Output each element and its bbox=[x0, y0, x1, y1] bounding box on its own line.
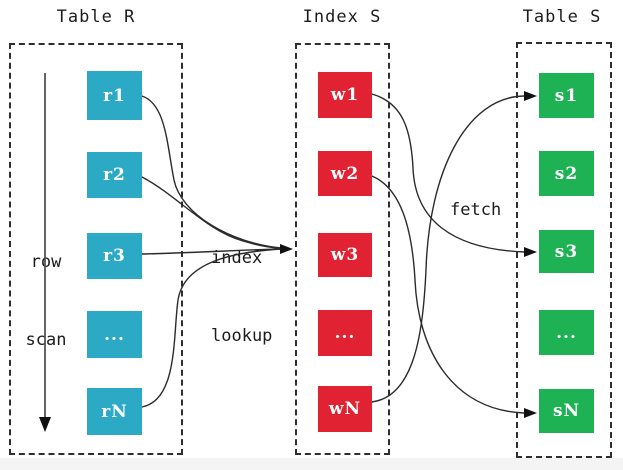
edge-wN-s1 bbox=[371, 95, 525, 403]
node-s2: s2 bbox=[539, 151, 594, 196]
node-w1: w1 bbox=[318, 72, 372, 118]
node-s-dots: ... bbox=[539, 310, 594, 355]
node-s3: s3 bbox=[539, 230, 594, 273]
edge-w1-s3 bbox=[371, 93, 525, 253]
fetch-label: fetch bbox=[450, 200, 502, 220]
node-s1: s1 bbox=[539, 73, 594, 118]
bottom-band bbox=[0, 458, 623, 470]
node-w3: w3 bbox=[318, 233, 372, 277]
row-scan-label: row scan bbox=[14, 197, 78, 405]
index-lookup-line1: index bbox=[211, 248, 263, 268]
node-r1: r1 bbox=[87, 71, 142, 120]
table-r-title: Table R bbox=[56, 7, 136, 27]
row-scan-line1: row bbox=[30, 252, 62, 272]
table-s-title: Table S bbox=[522, 7, 602, 27]
node-w-dots: ... bbox=[318, 310, 372, 356]
index-s-title: Index S bbox=[302, 7, 382, 27]
row-scan-line2: scan bbox=[25, 330, 67, 350]
node-wN: wN bbox=[318, 386, 372, 432]
lookup-arrowhead-icon bbox=[280, 244, 293, 254]
index-lookup-label: index lookup bbox=[211, 193, 272, 401]
node-r3: r3 bbox=[87, 233, 142, 279]
node-w2: w2 bbox=[318, 151, 372, 196]
edge-w2-sN bbox=[371, 175, 525, 414]
node-r-dots: ... bbox=[87, 311, 142, 358]
node-sN: sN bbox=[539, 389, 594, 433]
node-rN: rN bbox=[87, 388, 142, 435]
node-r2: r2 bbox=[87, 152, 142, 198]
index-lookup-line2: lookup bbox=[211, 326, 273, 346]
